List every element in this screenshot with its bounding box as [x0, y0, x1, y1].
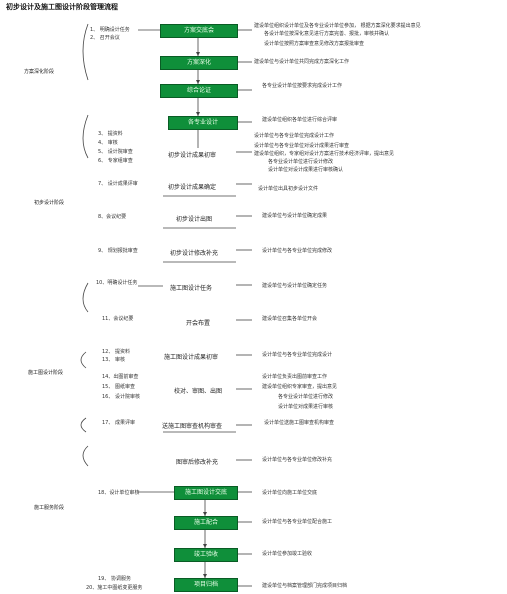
note-23: 设计单位与各专业单位修改补充 [262, 457, 333, 463]
node-cd-modify: 图审后修改补充 [176, 459, 219, 466]
note-10: 各专业设计单位进行设计修改 [268, 159, 334, 165]
step-8: 8、会议纪要 [98, 214, 127, 220]
phase-scheme: 方案深化阶段 [24, 69, 55, 75]
node-prelim-approval: 初步设计修改补充 [170, 250, 219, 257]
note-25: 设计单位与各专业单位配合施工 [262, 519, 333, 525]
step-4: 4、 审核 [98, 140, 118, 146]
node-submit-review: 送施工图审查机构审查 [162, 423, 223, 430]
step-1: 1、 明确设计任务 [90, 27, 130, 33]
note-20: 各专业设计单位进行修改 [278, 394, 334, 400]
note-17: 设计单位与各专业单位完成设计 [262, 352, 333, 358]
note-7: 设计单位与各专业单位完成设计工作 [254, 133, 335, 139]
step-20: 20、施工中图纸变更服务 [86, 585, 143, 591]
step-19: 19、 协调服务 [98, 576, 131, 582]
node-scheme-deepen: 方案深化 [160, 56, 238, 70]
phase-construction-drawing: 施工图设计阶段 [28, 370, 64, 376]
step-2: 2、 召开会议 [90, 35, 120, 41]
phase-preliminary: 初步设计阶段 [34, 200, 65, 206]
note-21: 设计单位对成果进行审核 [278, 404, 334, 410]
step-17: 17、 成果评审 [102, 420, 135, 426]
note-8: 设计单位与各专业单位对设计成果进行审查 [254, 143, 350, 149]
step-10: 10、明确设计任务 [96, 280, 138, 286]
note-18: 设计单位负责出图前审查工作 [262, 374, 328, 380]
note-27: 建设单位与档案管理部门完成项目归档 [262, 583, 348, 589]
node-construction-coop: 施工配合 [174, 516, 238, 530]
note-16: 建设单位召集各单位开会 [262, 316, 318, 322]
note-5: 各专业设计单位按要求完成设计工作 [262, 83, 343, 89]
node-specialty-design: 各专业设计 [168, 116, 238, 130]
note-3: 设计单位按照方案审查意见修改方案报批审查 [264, 41, 365, 47]
node-kickoff: 开会布置 [186, 320, 211, 327]
node-cd-results: 施工图设计成果初审 [164, 354, 219, 361]
node-comprehensive-review: 综合论证 [160, 84, 238, 98]
step-18: 18、设计单位审核 [98, 490, 140, 496]
note-9: 建设单位组织，专家组对设计方案进行技术经济评审，提出意见 [254, 151, 395, 157]
note-24: 设计单位向施工单位交底 [262, 490, 318, 496]
note-15: 建设单位与设计单位确定任务 [262, 283, 328, 289]
diagram-title: 初步设计及施工图设计阶段管理流程 [6, 3, 118, 11]
step-7: 7、 设计成果评审 [98, 181, 138, 187]
node-project-archive: 项目归档 [174, 578, 238, 592]
step-6: 6、 专家组审查 [98, 158, 133, 164]
phase-construction-service: 施工服务阶段 [34, 505, 65, 511]
node-prelim-results: 初步设计成果初审 [168, 152, 217, 159]
step-9: 9、 规划报批审查 [98, 248, 138, 254]
note-2: 各设计单位按深化意见进行方案完善、报批，审核并确认 [264, 31, 390, 37]
node-prelim-confirm: 初步设计成果确定 [168, 184, 217, 191]
step-16: 16、 设计院审核 [102, 394, 140, 400]
step-3: 3、 提资料 [98, 131, 123, 137]
note-22: 设计单位送施工图审查机构审查 [264, 420, 335, 426]
note-12: 设计单位出具初步设计文件 [258, 186, 319, 192]
step-11: 11、会议纪要 [102, 316, 134, 322]
step-15: 15、 图纸审查 [102, 384, 135, 390]
note-26: 设计单位参加竣工验收 [262, 551, 313, 557]
step-14: 14、出图前审查 [102, 374, 139, 380]
node-scheme-meeting: 方案交底会 [160, 24, 238, 38]
note-1: 建设单位组织设计单位及各专业设计单位参加， 根据方案深化要求提出意见 [254, 23, 421, 29]
step-5: 5、 设计院审查 [98, 149, 133, 155]
node-construction-acceptance: 竣工验收 [174, 548, 238, 562]
note-13: 建设单位与设计单位确定成果 [262, 213, 328, 219]
note-4: 建设单位与设计单位共同完成方案深化工作 [254, 59, 350, 65]
note-19: 建设单位组织专家审查，提出意见 [262, 384, 338, 390]
note-11: 设计单位对设计成果进行审核确认 [268, 167, 344, 173]
note-6: 建设单位组织各单位进行综合评审 [262, 117, 338, 123]
note-14: 设计单位与各专业单位完成修改 [262, 248, 333, 254]
node-prelim-draw: 初步设计出图 [176, 216, 213, 223]
node-cd-task: 施工图设计任务 [170, 285, 213, 292]
node-drawings: 校对、审图、出图 [174, 388, 223, 395]
step-12: 12、 提资料 [102, 349, 130, 355]
node-cd-disclosure: 施工图设计交底 [174, 486, 238, 500]
step-13: 13、 审核 [102, 357, 125, 363]
